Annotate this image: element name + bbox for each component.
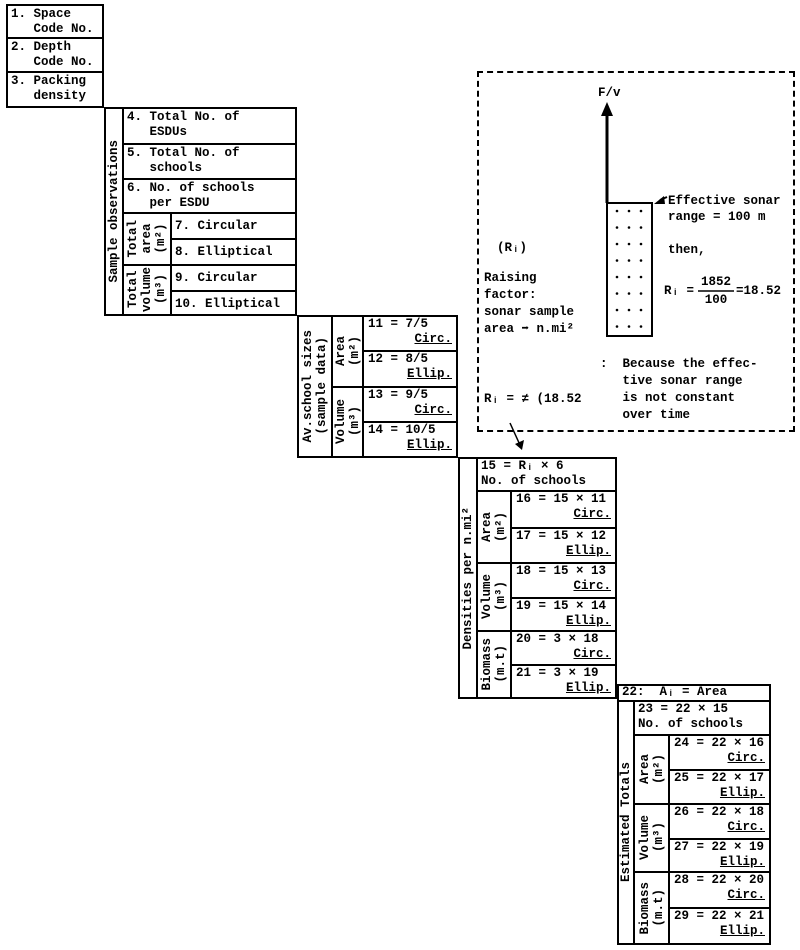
sample-dot (627, 259, 631, 262)
sample-dot (639, 292, 643, 295)
sonar-sample-rect (606, 202, 653, 337)
ri-not-equal: Rᵢ = ≠ (18.52 (484, 392, 582, 406)
then-text: then, (668, 243, 706, 257)
sample-dot (639, 242, 643, 246)
sample-dot (615, 226, 619, 229)
sample-dot (615, 308, 619, 312)
sample-dot (615, 325, 619, 328)
sample-dots (615, 209, 643, 328)
sample-dot (639, 308, 643, 312)
sample-dot (627, 275, 631, 279)
ri-symbol: (Rᵢ) (497, 241, 528, 255)
sample-dot (627, 325, 631, 328)
sample-dot (639, 275, 643, 279)
sample-dot (615, 259, 619, 262)
ri-prefix: Rᵢ = (664, 284, 695, 298)
sample-dot (627, 242, 631, 246)
raising-factor-description: Raising factor: sonar sample area ➡ n.mi… (484, 271, 575, 336)
sample-dot (615, 292, 619, 295)
row-10: 10. Elliptical (170, 290, 297, 316)
row-5: 5. Total No. of schools (122, 143, 297, 180)
sample-dot (639, 259, 643, 262)
packing-density-box: 3. Packing density (6, 71, 104, 108)
fraction-denominator: 100 (704, 293, 728, 307)
sample-dot (615, 209, 619, 213)
fv-axis-label: F/v (598, 86, 621, 100)
sample-dot (639, 325, 643, 328)
because-note: : Because the effec- tive sonar range is… (600, 357, 758, 422)
fraction-numerator: 1852 (700, 275, 731, 289)
sample-dot (639, 226, 643, 229)
fv-arrow-head-icon (601, 102, 613, 116)
sample-dot (639, 209, 643, 213)
raising-factor-panel (477, 71, 795, 432)
sample-dot (627, 308, 631, 312)
sample-dot (627, 209, 631, 213)
effective-range-text: Effective sonar range = 100 m (668, 194, 781, 224)
sample-dot (615, 275, 619, 279)
pointer-head-icon (654, 196, 665, 204)
sample-dot (627, 226, 631, 229)
ri-arrow-head-icon (515, 440, 524, 450)
sample-dot (627, 292, 631, 295)
ri-result: =18.52 (736, 284, 782, 298)
sample-dot (615, 242, 619, 246)
ri-arrow (509, 422, 521, 446)
